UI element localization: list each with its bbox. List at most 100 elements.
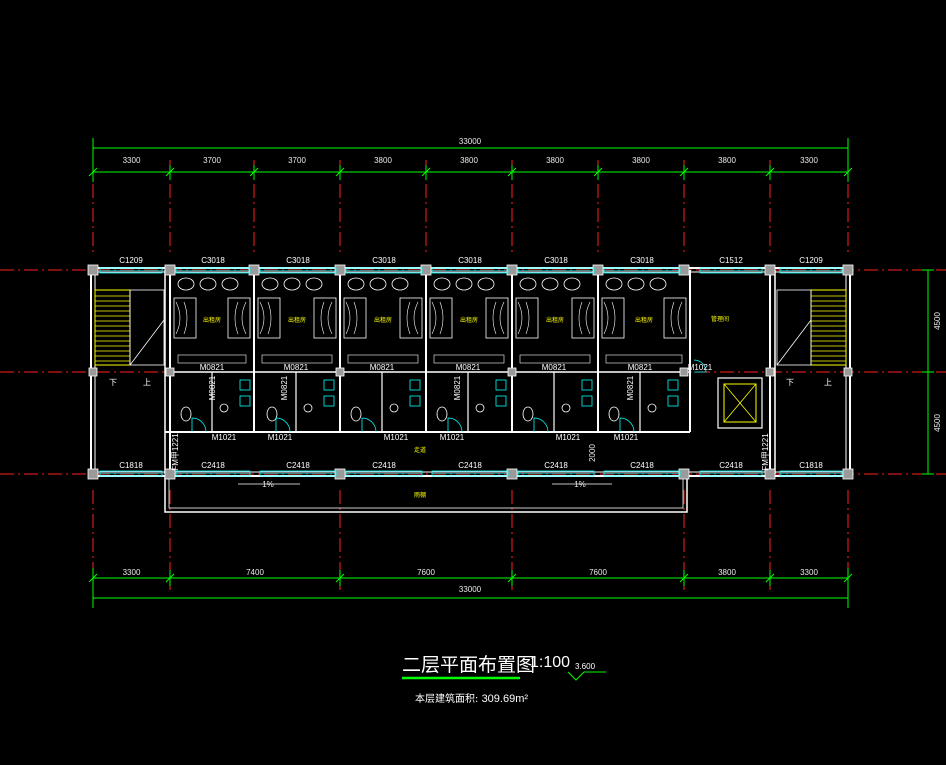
dim-slash — [843, 573, 853, 583]
shower — [409, 395, 421, 407]
total-dimension-bottom: 33000 — [459, 585, 482, 594]
dim-slash — [765, 167, 775, 177]
windows — [99, 267, 843, 477]
armchair — [177, 277, 195, 291]
dim-segment-top: 3300 — [800, 156, 818, 165]
stair-well-right — [776, 289, 812, 366]
dim-segment-bottom: 3300 — [800, 568, 818, 577]
dim-segment-bottom: 7600 — [417, 568, 435, 577]
dim-slash — [843, 167, 853, 177]
dim-slash — [421, 167, 431, 177]
fire-door-left: FM甲1221 — [171, 433, 180, 471]
column — [165, 367, 175, 377]
bed — [313, 297, 337, 339]
dim-segment-bottom: 3300 — [123, 568, 141, 577]
dim-segment-top: 3800 — [460, 156, 478, 165]
door-label-vertical: M0821 — [208, 375, 217, 400]
dim-slash — [765, 573, 775, 583]
dim-slash — [165, 167, 175, 177]
door-label-vertical: M0821 — [280, 375, 289, 400]
bed-sheet — [492, 301, 505, 335]
dim-slash — [679, 573, 689, 583]
window-label-top: C3018 — [201, 256, 225, 265]
column — [764, 264, 776, 276]
walls — [87, 264, 854, 513]
dim-segment-top: 3800 — [718, 156, 736, 165]
door-label-upper: M0821 — [200, 363, 225, 372]
stair-well-left — [129, 289, 165, 366]
floor-area-label: 本层建筑面积: — [415, 694, 479, 705]
bed — [515, 297, 539, 339]
column — [765, 367, 775, 377]
window-label-top: C3018 — [372, 256, 396, 265]
stair-mark-right-down: 下 — [786, 378, 794, 387]
dim-segment-bottom: 7600 — [589, 568, 607, 577]
room-canopy: 雨棚 — [414, 491, 426, 499]
bed-sheet — [320, 301, 333, 335]
window-label-top: C3018 — [458, 256, 482, 265]
door-label-upper: M0821 — [628, 363, 653, 372]
dim-slash — [507, 167, 517, 177]
bed — [571, 297, 595, 339]
bed-sheet — [345, 301, 358, 335]
door-swing — [447, 417, 463, 433]
dim-segment-bottom: 7400 — [246, 568, 264, 577]
armchair — [369, 277, 387, 291]
bed — [399, 297, 423, 339]
elevator-car — [723, 383, 757, 423]
dim-segment-top: 3800 — [374, 156, 392, 165]
room-label: 出租房 — [635, 316, 653, 324]
stair-mark-left-up: 上 — [143, 378, 151, 387]
shower — [239, 379, 251, 391]
toilet — [180, 406, 192, 422]
door-label-lower: M1021 — [440, 433, 465, 442]
column — [678, 264, 690, 276]
dim-slash — [88, 573, 98, 583]
window-label-top: C3018 — [544, 256, 568, 265]
window-label-bottom: C2418 — [372, 461, 396, 470]
wardrobe — [177, 354, 247, 364]
dim-slash — [593, 167, 603, 177]
window-label-top: C1512 — [719, 256, 743, 265]
window-label-bottom: C2418 — [630, 461, 654, 470]
column — [334, 264, 346, 276]
wardrobe — [347, 354, 419, 364]
drawing-scale: 1:100 — [530, 654, 571, 671]
bed — [257, 297, 281, 339]
door-label-upper: M0821 — [370, 363, 395, 372]
stair-arrow — [776, 319, 812, 366]
door-label-lower: M1021 — [268, 433, 293, 442]
column — [843, 367, 853, 377]
armchair — [391, 277, 409, 291]
fire-door-right: FM甲1221 — [761, 433, 770, 471]
axis-lines — [0, 160, 946, 590]
door-label-lower: M1021 — [384, 433, 409, 442]
dim-slash — [507, 573, 517, 583]
door-swing — [693, 359, 707, 373]
window-label-top: C1209 — [799, 256, 823, 265]
armchair — [477, 277, 495, 291]
armchair — [563, 277, 581, 291]
column — [164, 468, 176, 480]
shower — [667, 379, 679, 391]
armchair — [283, 277, 301, 291]
basin — [219, 403, 229, 413]
bed — [429, 297, 453, 339]
toilet — [266, 406, 278, 422]
toilet — [608, 406, 620, 422]
window-label-top: C1209 — [119, 256, 143, 265]
dim-slash — [249, 167, 259, 177]
wardrobe — [433, 354, 505, 364]
window-label-top: C3018 — [286, 256, 310, 265]
column — [506, 468, 518, 480]
wardrobe — [261, 354, 333, 364]
armchair — [541, 277, 559, 291]
door-swing — [361, 417, 377, 433]
elevator-shaft — [717, 377, 763, 429]
door-swing — [533, 417, 549, 433]
room-label: 出租房 — [546, 316, 564, 324]
stair-arrow — [129, 319, 165, 366]
dimension-lines — [88, 138, 934, 608]
column — [764, 468, 776, 480]
